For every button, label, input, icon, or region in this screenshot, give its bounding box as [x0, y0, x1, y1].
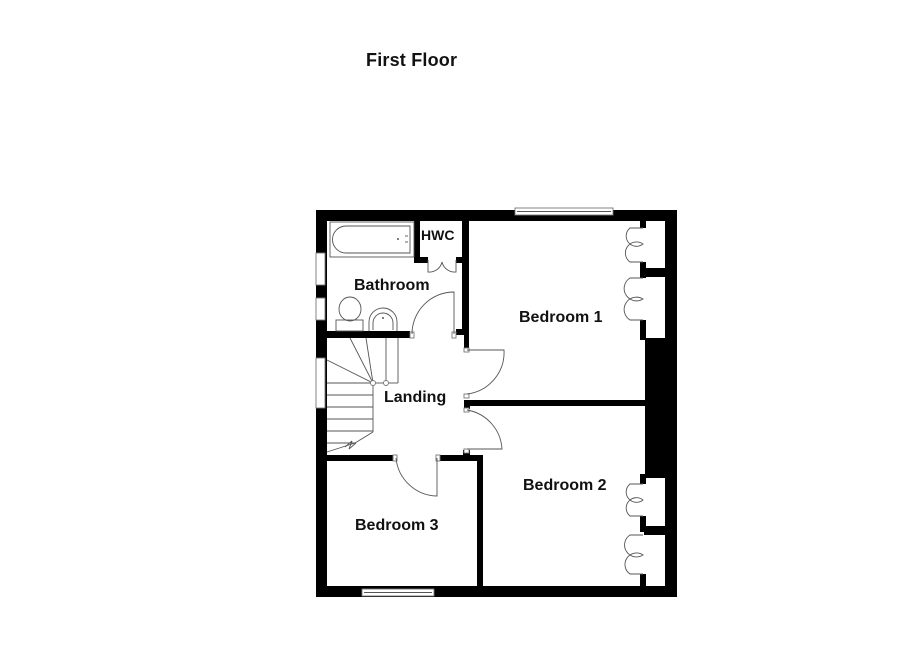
internal-walls — [326, 210, 666, 588]
room-label-landing: Landing — [384, 389, 446, 406]
floor-title: First Floor — [366, 50, 458, 70]
room-label-bedroom3: Bedroom 3 — [355, 517, 439, 534]
room-label-hwc: HWC — [421, 227, 454, 243]
windows — [315, 207, 614, 597]
room-label-bedroom2: Bedroom 2 — [523, 477, 607, 494]
toilet-icon — [335, 296, 364, 332]
bath-icon — [329, 221, 415, 258]
sink-icon — [368, 307, 398, 331]
room-label-bedroom1: Bedroom 1 — [519, 309, 603, 326]
room-label-bathroom: Bathroom — [354, 277, 430, 294]
staircase-icon — [326, 337, 399, 453]
doors — [392, 227, 644, 575]
